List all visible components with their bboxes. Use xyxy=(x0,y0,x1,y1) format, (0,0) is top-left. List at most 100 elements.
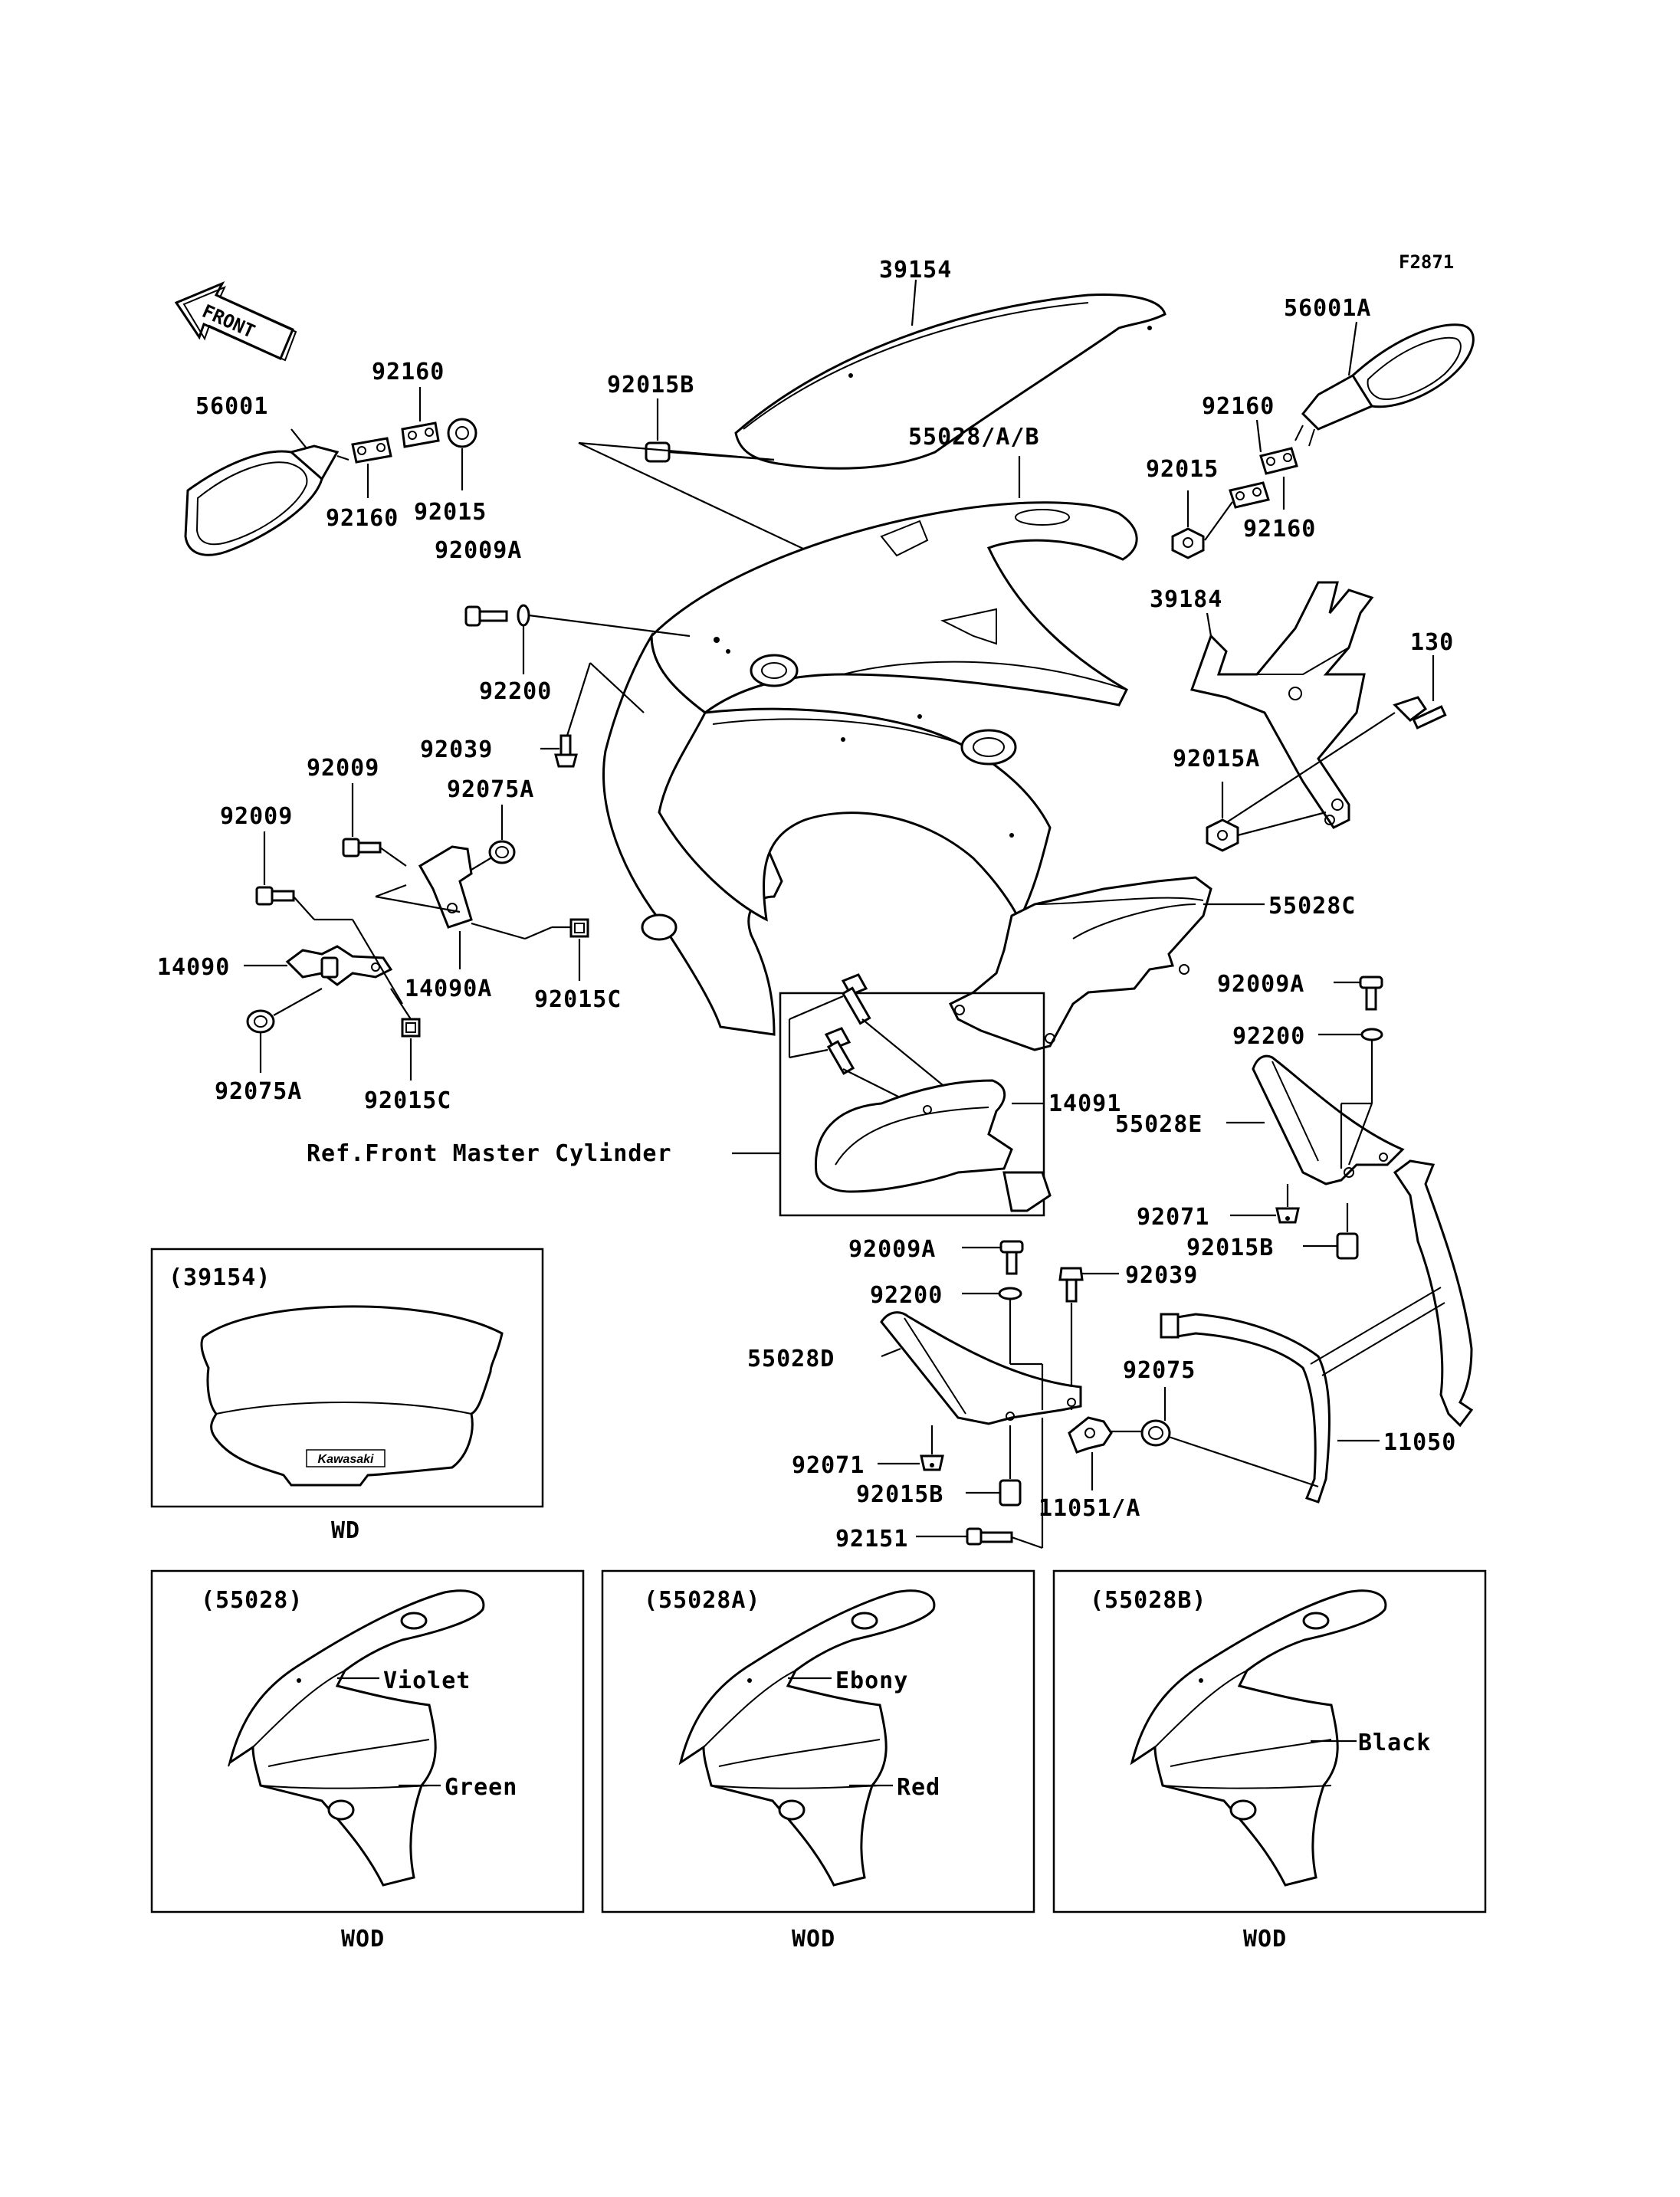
clip-11051a xyxy=(1068,1416,1113,1454)
label-55028d: 55028D xyxy=(747,1346,835,1372)
label-92075a-bottom: 92075A xyxy=(215,1078,302,1105)
collar-92015b-lower xyxy=(999,1479,1022,1507)
inset-55028a-color-2: Red xyxy=(897,1774,940,1801)
label-92200-lower: 92200 xyxy=(870,1282,943,1309)
inset-55028-color-2: Green xyxy=(445,1774,517,1801)
label-11051a: 11051/A xyxy=(1039,1495,1140,1522)
washer-92200-right xyxy=(1360,1028,1383,1041)
label-56001: 56001 xyxy=(195,393,268,420)
label-56001a: 56001A xyxy=(1284,295,1371,322)
label-39154: 39154 xyxy=(879,257,952,284)
inset-55028-title: (55028) xyxy=(201,1587,303,1614)
stay-14090a xyxy=(418,845,473,929)
inset-55028b-title: (55028B) xyxy=(1090,1587,1207,1614)
label-92009-lower: 92009 xyxy=(220,803,293,830)
label-92075: 92075 xyxy=(1123,1357,1196,1384)
label-92009-upper: 92009 xyxy=(307,755,379,782)
figure-code: F2871 xyxy=(1399,251,1454,273)
panel-55028d xyxy=(880,1311,1082,1425)
label-55028ab: 55028/A/B xyxy=(908,424,1040,451)
clip-92015c-bottom xyxy=(401,1018,421,1038)
label-92015a: 92015A xyxy=(1173,746,1260,772)
pad-92160-left-a xyxy=(351,437,392,464)
bolt-92009-lower xyxy=(255,886,295,906)
label-92015-left: 92015 xyxy=(414,499,487,526)
label-11050: 11050 xyxy=(1383,1429,1456,1456)
front-arrow-icon: FRONT xyxy=(174,281,297,362)
bolt-92039-lower xyxy=(1058,1267,1084,1303)
label-14091: 14091 xyxy=(1048,1090,1121,1117)
pad-92160-left-b xyxy=(401,421,440,448)
nut-92015-left xyxy=(447,418,477,448)
label-92200-right: 92200 xyxy=(1232,1023,1305,1050)
label-14090a: 14090A xyxy=(405,976,492,1002)
damper-92075a-bottom xyxy=(246,1009,275,1034)
label-92039-lower: 92039 xyxy=(1125,1262,1198,1289)
damper-92075a-top xyxy=(488,840,516,864)
inset-55028b-color-1: Black xyxy=(1358,1730,1431,1756)
label-92075a-top: 92075A xyxy=(447,776,534,803)
bolt-92009a-top xyxy=(464,605,508,627)
bolt-92009-upper xyxy=(342,838,382,857)
bolt-92009a-right xyxy=(1359,976,1383,1011)
clip-92015c-right xyxy=(569,918,589,938)
kawasaki-logo: Kawasaki xyxy=(318,1453,374,1466)
label-92015c-right: 92015C xyxy=(534,986,622,1013)
inset-windshield-box xyxy=(150,1248,544,1508)
inset-windshield-caption: WD xyxy=(331,1517,360,1544)
inset-55028-cowl xyxy=(228,1589,485,1887)
label-92200-top: 92200 xyxy=(479,678,552,705)
bolt-14091-b xyxy=(824,1027,855,1075)
label-92015b-top: 92015B xyxy=(607,372,694,398)
label-39184: 39184 xyxy=(1150,586,1222,613)
inset-windshield-title: (39154) xyxy=(169,1264,271,1291)
grommet-92015b-top xyxy=(645,441,671,463)
bolt-14091-a xyxy=(841,973,871,1025)
panel-55028e xyxy=(1252,1054,1405,1185)
damper-92075 xyxy=(1140,1419,1171,1447)
bush-92071-right xyxy=(1275,1207,1300,1224)
pad-92160-right-b xyxy=(1229,481,1270,509)
label-92151: 92151 xyxy=(835,1526,908,1553)
label-92009a-top: 92009A xyxy=(435,537,522,564)
label-92015b-right: 92015B xyxy=(1186,1235,1274,1261)
inset-55028b-cowl xyxy=(1130,1589,1387,1887)
bolt-130 xyxy=(1393,696,1447,730)
label-92160-right-top: 92160 xyxy=(1202,393,1275,420)
inset-windshield-drawing: Kawasaki xyxy=(200,1305,504,1487)
nut-92015a xyxy=(1206,818,1239,852)
stay-11050 xyxy=(1160,1159,1474,1503)
label-55028c: 55028C xyxy=(1268,893,1356,920)
stay-14090 xyxy=(285,945,393,986)
label-92009a-right: 92009A xyxy=(1217,971,1304,998)
bracket-39184-part xyxy=(1190,581,1374,829)
bolt-92009a-lower xyxy=(999,1240,1024,1275)
mirror-left-part xyxy=(184,444,349,556)
nut-92015-right xyxy=(1171,527,1205,559)
reference-note: Ref.Front Master Cylinder xyxy=(307,1140,672,1167)
inset-55028b-caption: WOD xyxy=(1243,1926,1287,1953)
label-92015-right: 92015 xyxy=(1146,456,1219,483)
bolt-92151 xyxy=(966,1527,1013,1546)
label-92039-top: 92039 xyxy=(420,736,493,763)
washer-92200-lower xyxy=(998,1287,1022,1300)
inset-55028a-title: (55028A) xyxy=(644,1587,761,1614)
label-92015b-lower: 92015B xyxy=(856,1481,943,1508)
label-130: 130 xyxy=(1410,629,1454,656)
label-14090: 14090 xyxy=(157,954,230,981)
label-92009a-lower: 92009A xyxy=(848,1236,936,1263)
inner-duct-55028c xyxy=(948,876,1212,1051)
pad-92160-right-a xyxy=(1259,447,1298,475)
label-92071-lower: 92071 xyxy=(792,1452,865,1479)
inset-55028-color-1: Violet xyxy=(383,1667,471,1694)
collar-92015b-right xyxy=(1336,1232,1359,1260)
label-92071-right: 92071 xyxy=(1137,1204,1209,1231)
upper-cowl-part xyxy=(602,501,1138,1036)
label-92160-left-bottom: 92160 xyxy=(326,505,399,532)
mirror-right-part xyxy=(1294,323,1475,447)
washer-92200-top xyxy=(517,604,530,627)
inset-55028-box xyxy=(150,1569,585,1913)
windshield-part xyxy=(734,293,1166,470)
label-92160-right-bottom: 92160 xyxy=(1243,516,1316,543)
